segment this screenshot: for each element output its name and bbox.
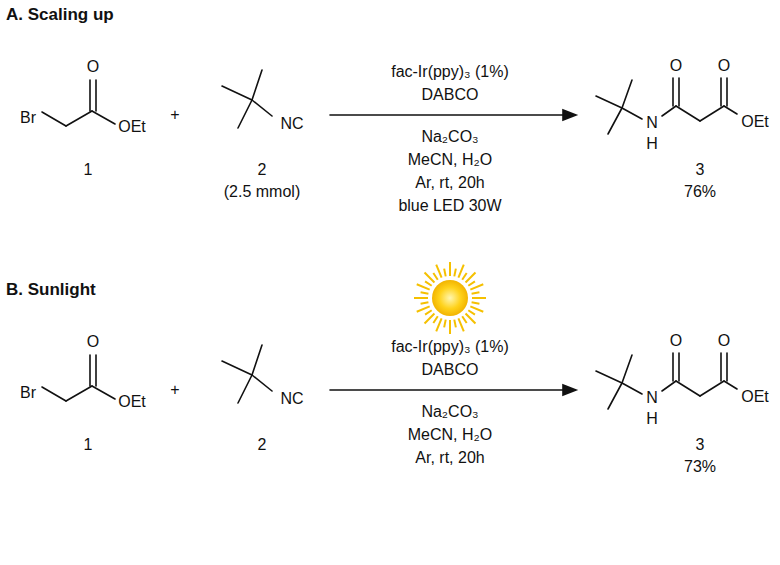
sun-ray (433, 316, 437, 323)
sun-ray (470, 306, 483, 311)
atom-label: OEt (117, 393, 147, 411)
atom-label: O (669, 332, 683, 350)
atom-label: OEt (740, 388, 770, 406)
reaction-text: fac-Ir(ppy)₃ (1%) (391, 63, 509, 81)
atom-label: H (645, 410, 659, 428)
sun-rays (414, 262, 486, 334)
sun-ray (472, 297, 486, 299)
reaction-text: Ar, rt, 20h (415, 449, 484, 467)
sun-ray (462, 273, 466, 280)
sun-ray (421, 302, 429, 304)
atom-label: N (645, 114, 659, 132)
sun-ray (421, 292, 429, 294)
atom-label: NC (279, 390, 304, 408)
reaction-text: MeCN, H₂O (408, 426, 492, 444)
sun-ray (472, 292, 480, 294)
sun-ray (414, 297, 428, 299)
sun-ray (454, 269, 456, 277)
reaction-text: Ar, rt, 20h (415, 174, 484, 192)
sun-ray (458, 318, 463, 331)
atom-label: O (86, 58, 100, 76)
sun-ray (433, 273, 437, 280)
atom-label: Br (19, 109, 37, 127)
scheme-heading: A. Scaling up (6, 6, 114, 25)
sun-ray (462, 316, 466, 323)
sun-ray (458, 265, 463, 278)
atom-label: O (86, 333, 100, 351)
reaction-text: + (170, 381, 179, 399)
sun-ray (468, 281, 475, 285)
reaction-text: 3 (696, 161, 705, 179)
sun-ray (436, 318, 441, 331)
atom-label: O (717, 332, 731, 350)
sun-ray (444, 269, 446, 277)
reaction-text: 76% (684, 183, 716, 201)
sun-ray (425, 310, 432, 314)
atom-label: O (717, 57, 731, 75)
reaction-text: 3 (696, 436, 705, 454)
sun-ray (468, 310, 475, 314)
reaction-text: (2.5 mmol) (224, 183, 300, 201)
atom-label: H (645, 135, 659, 153)
atom-label: O (669, 57, 683, 75)
sun-ray (472, 302, 480, 304)
reaction-text: DABCO (422, 361, 479, 379)
sun-ray (449, 320, 451, 334)
reaction-text: 1 (84, 161, 93, 179)
sun-ray (436, 265, 441, 278)
reaction-text: Na₂CO₃ (421, 403, 478, 421)
reaction-text: DABCO (422, 86, 479, 104)
reaction-text: MeCN, H₂O (408, 151, 492, 169)
reaction-text: + (170, 106, 179, 124)
atom-label: OEt (740, 113, 770, 131)
atom-label: OEt (117, 118, 147, 136)
reaction-text: 73% (684, 458, 716, 476)
sun-ray (425, 281, 432, 285)
sun-ray (417, 284, 430, 289)
reaction-text: 1 (84, 436, 93, 454)
sun-ray (417, 306, 430, 311)
atom-label: Br (19, 384, 37, 402)
reaction-text: blue LED 30W (398, 197, 501, 215)
atom-label: N (645, 389, 659, 407)
reaction-text: Na₂CO₃ (421, 128, 478, 146)
reaction-text: 2 (258, 161, 267, 179)
sun-ray (454, 320, 456, 328)
sun-ray (449, 262, 451, 276)
sun-ray (444, 320, 446, 328)
reaction-text: fac-Ir(ppy)₃ (1%) (391, 338, 509, 356)
scheme-heading: B. Sunlight (6, 281, 96, 300)
sun-ray (470, 284, 483, 289)
sun-symbol (432, 280, 468, 316)
reaction-text: 2 (258, 436, 267, 454)
atom-label: NC (279, 115, 304, 133)
